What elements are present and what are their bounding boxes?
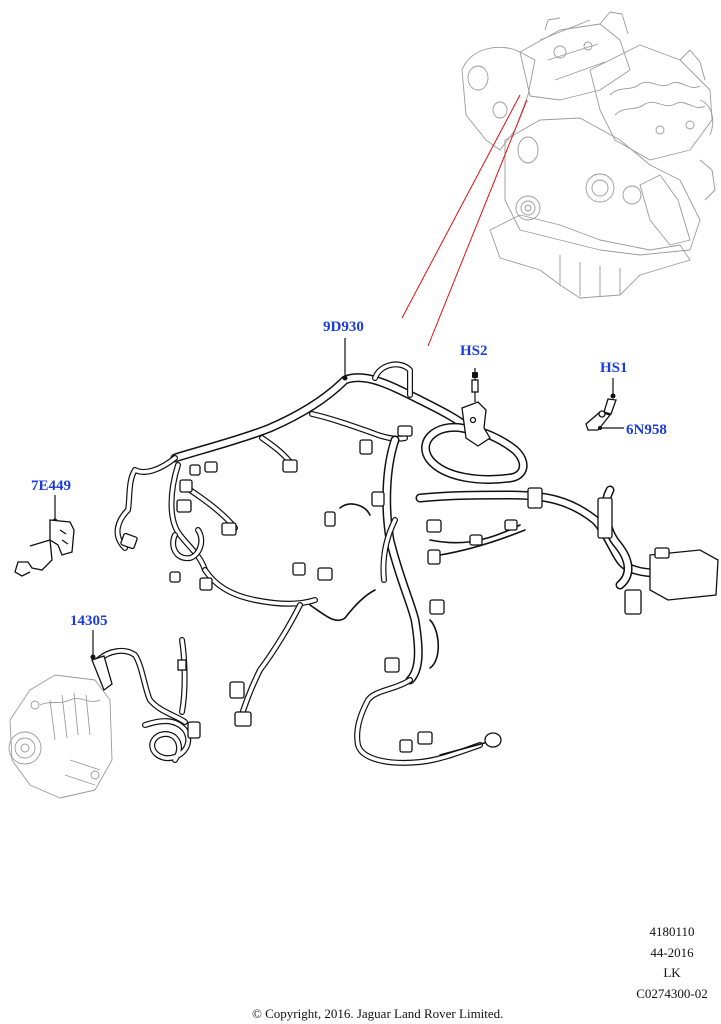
harness-connectors [120, 425, 719, 753]
engine-wiring-harness[interactable] [114, 361, 685, 766]
drawing-number: C0274300-02 [636, 986, 708, 1001]
callout-6n958[interactable]: 6N958 [626, 422, 667, 438]
locator-line-1 [401, 94, 521, 319]
copyright-notice: © Copyright, 2016. Jaguar Land Rover Lim… [252, 1006, 504, 1021]
hs2-bracket[interactable] [461, 368, 491, 447]
callout-14305[interactable]: 14305 [70, 613, 108, 629]
callout-hs2[interactable]: HS2 [460, 343, 488, 359]
locator-line-2 [427, 99, 528, 347]
alternator-cable-harness[interactable] [90, 630, 201, 763]
callout-9d930[interactable]: 9D930 [323, 319, 364, 335]
market-code: LK [663, 965, 681, 980]
illustration-number: 4180110 [649, 924, 695, 939]
engine-assembly-illustration [461, 11, 716, 299]
hs1-6n958-bracket[interactable] [585, 378, 624, 431]
callout-hs1[interactable]: HS1 [600, 360, 628, 376]
callout-7e449[interactable]: 7E449 [31, 478, 72, 494]
7e449-bracket[interactable] [14, 495, 75, 577]
date-code: 44-2016 [650, 945, 694, 960]
alternator-illustration [8, 674, 113, 799]
